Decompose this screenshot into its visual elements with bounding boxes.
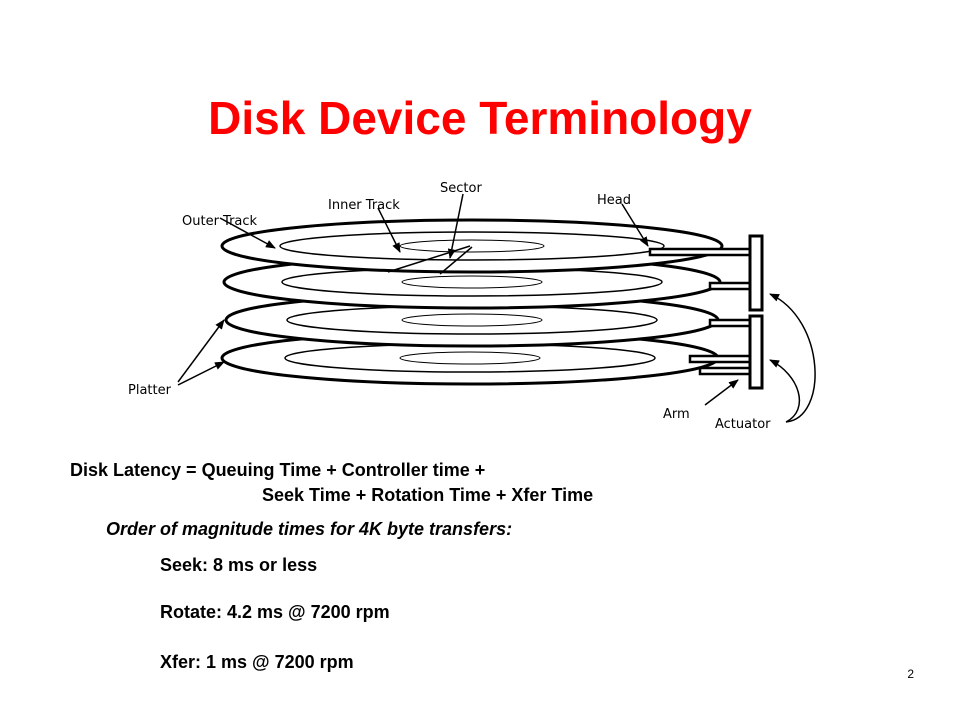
xfer-time-item: Xfer: 1 ms @ 7200 rpm <box>160 652 354 672</box>
inner-track-arrow <box>377 207 401 253</box>
platter-arrow-lower <box>177 361 225 386</box>
actuator-label: Actuator <box>715 417 771 432</box>
head-label: Head <box>597 193 631 208</box>
disk-diagram-svg: Outer Track Inner Track Sector Head Plat… <box>128 181 816 432</box>
actuator-bars <box>748 234 764 390</box>
outer-track-arrow <box>219 217 276 249</box>
page-number: 2 <box>907 667 914 681</box>
head-arrow <box>621 203 649 247</box>
rotate-time-item: Rotate: 4.2 ms @ 7200 rpm <box>160 602 390 622</box>
disk-diagram: Outer Track Inner Track Sector Head Plat… <box>110 170 850 450</box>
slide-title: Disk Device Terminology <box>208 92 752 144</box>
seek-time-item: Seek: 8 ms or less <box>160 555 318 575</box>
arm-arrow <box>704 379 739 406</box>
sector-label: Sector <box>440 181 482 196</box>
arm-label: Arm <box>663 407 690 422</box>
sector-line-1 <box>387 245 471 273</box>
actuator-arrow-lower <box>769 359 801 423</box>
platter-3 <box>224 292 720 348</box>
actuator-arrow-upper <box>769 293 816 423</box>
sector-line-2 <box>439 246 473 275</box>
platter-label: Platter <box>128 383 172 398</box>
magnitude-subtitle: Order of magnitude times for 4K byte tra… <box>106 519 513 539</box>
platter-arrow-upper <box>177 319 225 383</box>
outer-track-label: Outer Track <box>182 214 258 229</box>
sector-arrow <box>447 193 464 259</box>
platter-1 <box>220 218 724 275</box>
inner-track-label: Inner Track <box>328 198 400 213</box>
latency-formula-line2: Seek Time + Rotation Time + Xfer Time <box>262 485 594 505</box>
latency-formula-line1: Disk Latency = Queuing Time + Controller… <box>70 460 486 480</box>
